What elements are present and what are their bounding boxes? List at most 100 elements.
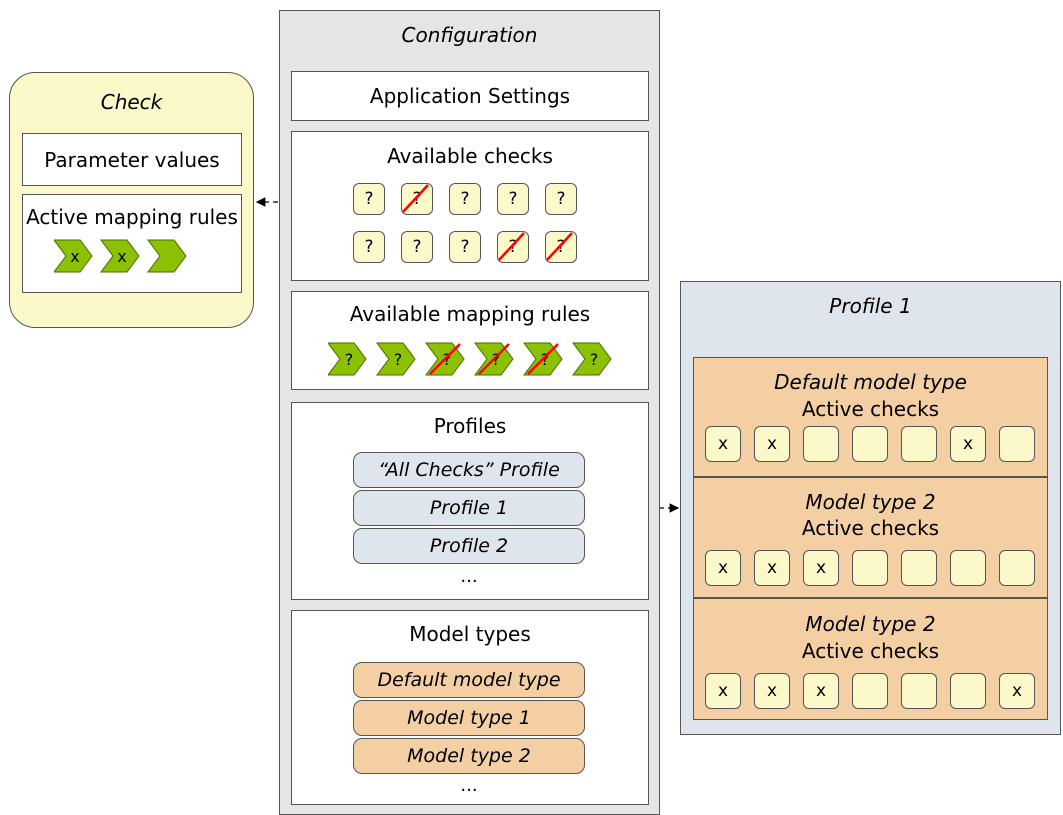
model-item-default[interactable]: Default model type <box>353 662 585 698</box>
available-mapping-rules-title: Available mapping rules <box>349 302 591 326</box>
application-settings-box[interactable]: Application Settings <box>291 71 649 121</box>
check-item[interactable]: ? <box>545 183 577 215</box>
available-checks-row: ????? <box>353 231 593 265</box>
check-mark: x <box>717 434 729 454</box>
mapping-rule-chevron[interactable]: ? <box>523 342 563 376</box>
mapping-rule-chevron[interactable]: ? <box>328 342 367 376</box>
check-item[interactable] <box>901 673 937 709</box>
check-item[interactable]: x <box>705 673 741 709</box>
check-mark: x <box>815 681 827 701</box>
rule-mark: x <box>117 247 126 266</box>
check-item[interactable] <box>999 550 1035 586</box>
mapping-rule-chevron[interactable]: ? <box>474 342 514 376</box>
profile-item-all-checks[interactable]: “All Checks” Profile <box>353 452 585 488</box>
check-item[interactable]: x <box>754 673 790 709</box>
check-item[interactable]: ? <box>353 183 385 215</box>
check-item[interactable] <box>852 426 888 462</box>
check-item[interactable] <box>901 426 937 462</box>
check-mark: ? <box>508 237 518 257</box>
check-mark: x <box>766 434 778 454</box>
check-item[interactable] <box>950 550 986 586</box>
check-mark: x <box>717 681 729 701</box>
parameter-values-box[interactable]: Parameter values <box>22 133 242 186</box>
check-mark: ? <box>364 189 374 209</box>
check-item[interactable]: x <box>705 550 741 586</box>
check-item[interactable]: x <box>803 673 839 709</box>
check-mark: x <box>1011 681 1023 701</box>
check-mark: x <box>717 558 729 578</box>
check-item[interactable]: ? <box>449 183 481 215</box>
profile-item-profile-2[interactable]: Profile 2 <box>353 528 585 564</box>
check-item[interactable] <box>901 550 937 586</box>
check-item[interactable] <box>803 426 839 462</box>
check-item[interactable]: ? <box>449 231 481 263</box>
strike-through <box>546 232 573 261</box>
check-mark: ? <box>364 237 374 257</box>
strike-through <box>402 184 429 213</box>
check-item[interactable] <box>999 426 1035 462</box>
strike-through <box>527 343 559 375</box>
section-subtitle: Active checks <box>801 639 940 663</box>
model-item-type-2[interactable]: Model type 2 <box>353 738 585 774</box>
check-item[interactable]: ? <box>545 231 577 263</box>
section-model-type: Model type 2 <box>805 490 936 514</box>
check-mark: x <box>815 558 827 578</box>
check-mark: x <box>766 681 778 701</box>
check-item[interactable] <box>950 673 986 709</box>
model-types-more: ... <box>460 775 478 796</box>
check-item[interactable]: ? <box>497 231 529 263</box>
check-mark: ? <box>460 237 470 257</box>
profile-1-title: Profile 1 <box>829 294 912 318</box>
check-mark: ? <box>508 189 518 209</box>
rule-mark: ? <box>541 350 550 369</box>
check-item[interactable]: x <box>803 550 839 586</box>
mapping-rule-chevron[interactable]: ? <box>425 342 465 376</box>
rule-mark: ? <box>590 350 599 369</box>
mapping-rule-chevron[interactable]: x <box>100 239 140 273</box>
check-item[interactable]: ? <box>401 231 433 263</box>
check-item[interactable]: ? <box>497 183 529 215</box>
mapping-rule-chevron[interactable] <box>147 239 187 273</box>
check-item[interactable]: x <box>950 426 986 462</box>
profiles-title: Profiles <box>433 414 507 438</box>
section-model-type: Model type 2 <box>805 612 936 636</box>
rule-mark: ? <box>492 350 501 369</box>
strike-through <box>429 343 461 375</box>
strike-through <box>478 343 510 375</box>
section-subtitle: Active checks <box>801 516 940 540</box>
rule-mark: ? <box>394 350 403 369</box>
strike-through <box>498 232 525 261</box>
configuration-title: Configuration <box>401 23 538 47</box>
section-model-type: Default model type <box>774 370 967 394</box>
check-mark: ? <box>556 237 566 257</box>
available-checks-title: Available checks <box>387 144 553 168</box>
check-mark: x <box>766 558 778 578</box>
check-mark: ? <box>556 189 566 209</box>
check-mark: ? <box>412 189 422 209</box>
active-mapping-rules-title: Active mapping rules <box>26 205 238 229</box>
available-checks-row: ????? <box>353 183 593 217</box>
profiles-more: ... <box>460 566 478 587</box>
mapping-rule-chevron[interactable]: x <box>54 239 93 273</box>
mapping-rule-chevron[interactable]: ? <box>376 342 416 376</box>
check-item[interactable]: x <box>754 426 790 462</box>
check-item[interactable]: ? <box>353 231 385 263</box>
check-title: Check <box>100 90 163 114</box>
check-item[interactable]: x <box>999 673 1035 709</box>
check-item[interactable]: x <box>754 550 790 586</box>
model-item-type-1[interactable]: Model type 1 <box>353 700 585 736</box>
profile-item-profile-1[interactable]: Profile 1 <box>353 490 585 526</box>
model-types-title: Model types <box>409 622 531 646</box>
check-item[interactable]: ? <box>401 183 433 215</box>
mapping-rule-chevron[interactable]: ? <box>572 342 612 376</box>
rule-mark: x <box>70 247 79 266</box>
check-item[interactable]: x <box>705 426 741 462</box>
available-rules-row: ?????? <box>328 342 612 376</box>
check-item[interactable] <box>852 550 888 586</box>
check-item[interactable] <box>852 673 888 709</box>
rule-mark: ? <box>443 350 452 369</box>
section-subtitle: Active checks <box>801 397 940 421</box>
